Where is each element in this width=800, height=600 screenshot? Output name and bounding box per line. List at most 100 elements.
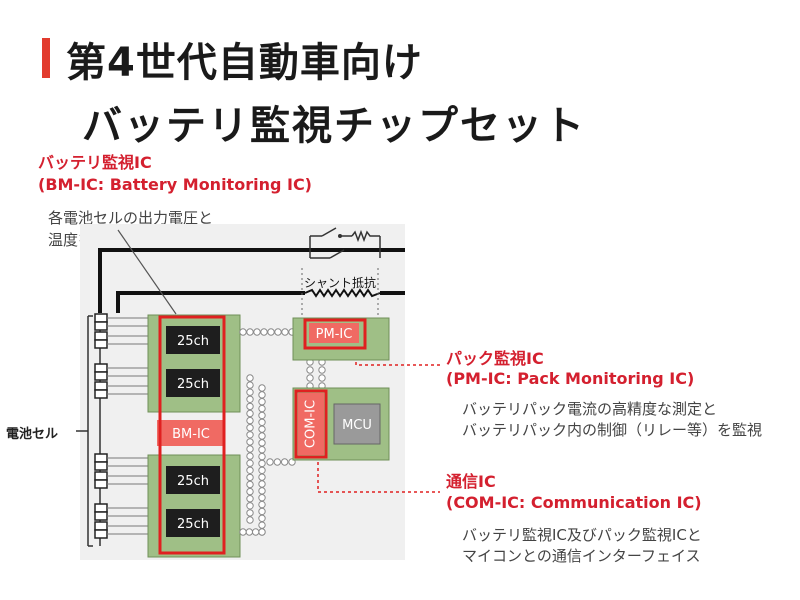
chain-link [258,514,266,522]
chain-link [251,528,260,536]
battery-cell [94,529,108,539]
chain-link [258,384,266,392]
battery-cell [94,389,108,399]
chain-link [258,452,266,461]
page-title-line1: 第4世代自動車向け [66,40,423,86]
battery-cell [94,503,108,513]
battery-cell [94,321,108,331]
pm-ic-tag-box [309,323,359,343]
chain-link [274,328,282,336]
chain-link [258,487,266,495]
chain-link [318,366,326,374]
chain-link [258,507,266,516]
battery-cell [94,461,108,471]
bus-line-middle [116,291,305,313]
battery-cells-label: 電池セル [6,427,59,442]
chain-link [246,388,254,396]
chain-link [246,487,254,496]
com-ic-callout-line [317,462,440,493]
battery-cell [94,521,108,531]
com-ic-tag-label: COM-IC [304,400,319,448]
chain-link [258,446,266,454]
battery-cell [94,381,108,391]
bus-line-top [98,248,405,313]
chain-link [246,395,254,403]
chain-link [246,438,254,446]
bm-ic-desc-line1: 各電池セルの出力電圧と [48,209,214,227]
pm-ic-desc-line2: バッテリパック内の制御（リレー等）を監視 [462,421,763,439]
battery-cell [94,479,108,489]
chain-link [246,402,254,411]
chain-link [258,404,266,413]
bm-ic-label-jp: バッテリ監視IC [38,153,152,172]
chain-link [246,424,254,432]
chain-link [258,500,266,509]
chip-25ch-3 [166,466,220,494]
battery-cell [94,511,108,521]
chain-link [258,398,266,406]
chain-link [246,502,254,510]
chain-link [246,381,254,389]
chain-link [266,458,274,466]
com-ic-label-en: (COM-IC: Communication IC) [446,493,702,512]
relay-switch-2 [329,249,345,259]
chain-link [306,374,314,382]
chip-25ch-1 [166,326,220,354]
chain-link [246,495,254,503]
relay-switch-1 [321,227,337,237]
chain-link [239,328,247,336]
com-ic-tag-box [298,393,324,455]
chip-25ch-4-label: 25ch [177,517,209,532]
daisy-chain-links [239,328,326,536]
pm-ic-callout-line [355,362,440,366]
com-ic-desc-line1: バッテリ監視IC及びパック監視ICと [462,526,702,544]
bm-ic-tag-box [157,420,225,446]
shunt-label: シャント抵抗 [304,275,376,290]
chain-link [318,374,326,382]
chain-link [306,366,314,374]
chip-25ch-3-label: 25ch [177,474,209,489]
chain-link [258,466,266,474]
chain-link [258,473,266,481]
battery-cell [94,331,108,341]
chain-link [280,458,289,466]
chip-25ch-1-label: 25ch [177,334,209,349]
chain-link [273,458,282,466]
com-ic-label-jp: 通信IC [446,472,496,491]
chain-link [246,480,254,489]
mcu-label: MCU [342,418,372,433]
chain-link [258,521,266,529]
cell-sense-leads [107,317,148,535]
chain-link [258,439,266,447]
chain-link [246,431,254,439]
chain-link [246,466,254,474]
bm-ic-callout-line [117,229,177,315]
bm-ic-highlight [158,315,226,555]
chain-link [281,328,289,336]
chain-link [258,411,266,420]
title-accent-bar [42,38,50,78]
chain-link [245,528,254,536]
battery-cell [94,471,108,481]
chain-link [258,432,266,440]
pm-ic-label-en: (PM-IC: Pack Monitoring IC) [446,369,695,388]
chain-link [258,459,266,468]
chain-link [246,452,254,460]
chain-link [253,328,261,336]
battery-cell [94,363,108,373]
chain-link [246,374,254,382]
chain-link [246,459,254,467]
chain-link [258,418,266,426]
pm-ic-highlight [303,318,367,350]
chain-link [246,509,254,517]
chain-link [258,494,266,502]
bm-ic-label-en: (BM-IC: Battery Monitoring IC) [38,175,312,194]
com-ic-highlight [294,389,328,459]
bm-ic-tag-label: BM-IC [172,427,210,442]
chain-link [246,416,254,425]
chain-link [260,328,268,336]
pm-ic-label-jp: パック監視IC [446,349,544,368]
pm-ic-tag-label: PM-IC [316,327,353,342]
chain-link [258,528,266,536]
